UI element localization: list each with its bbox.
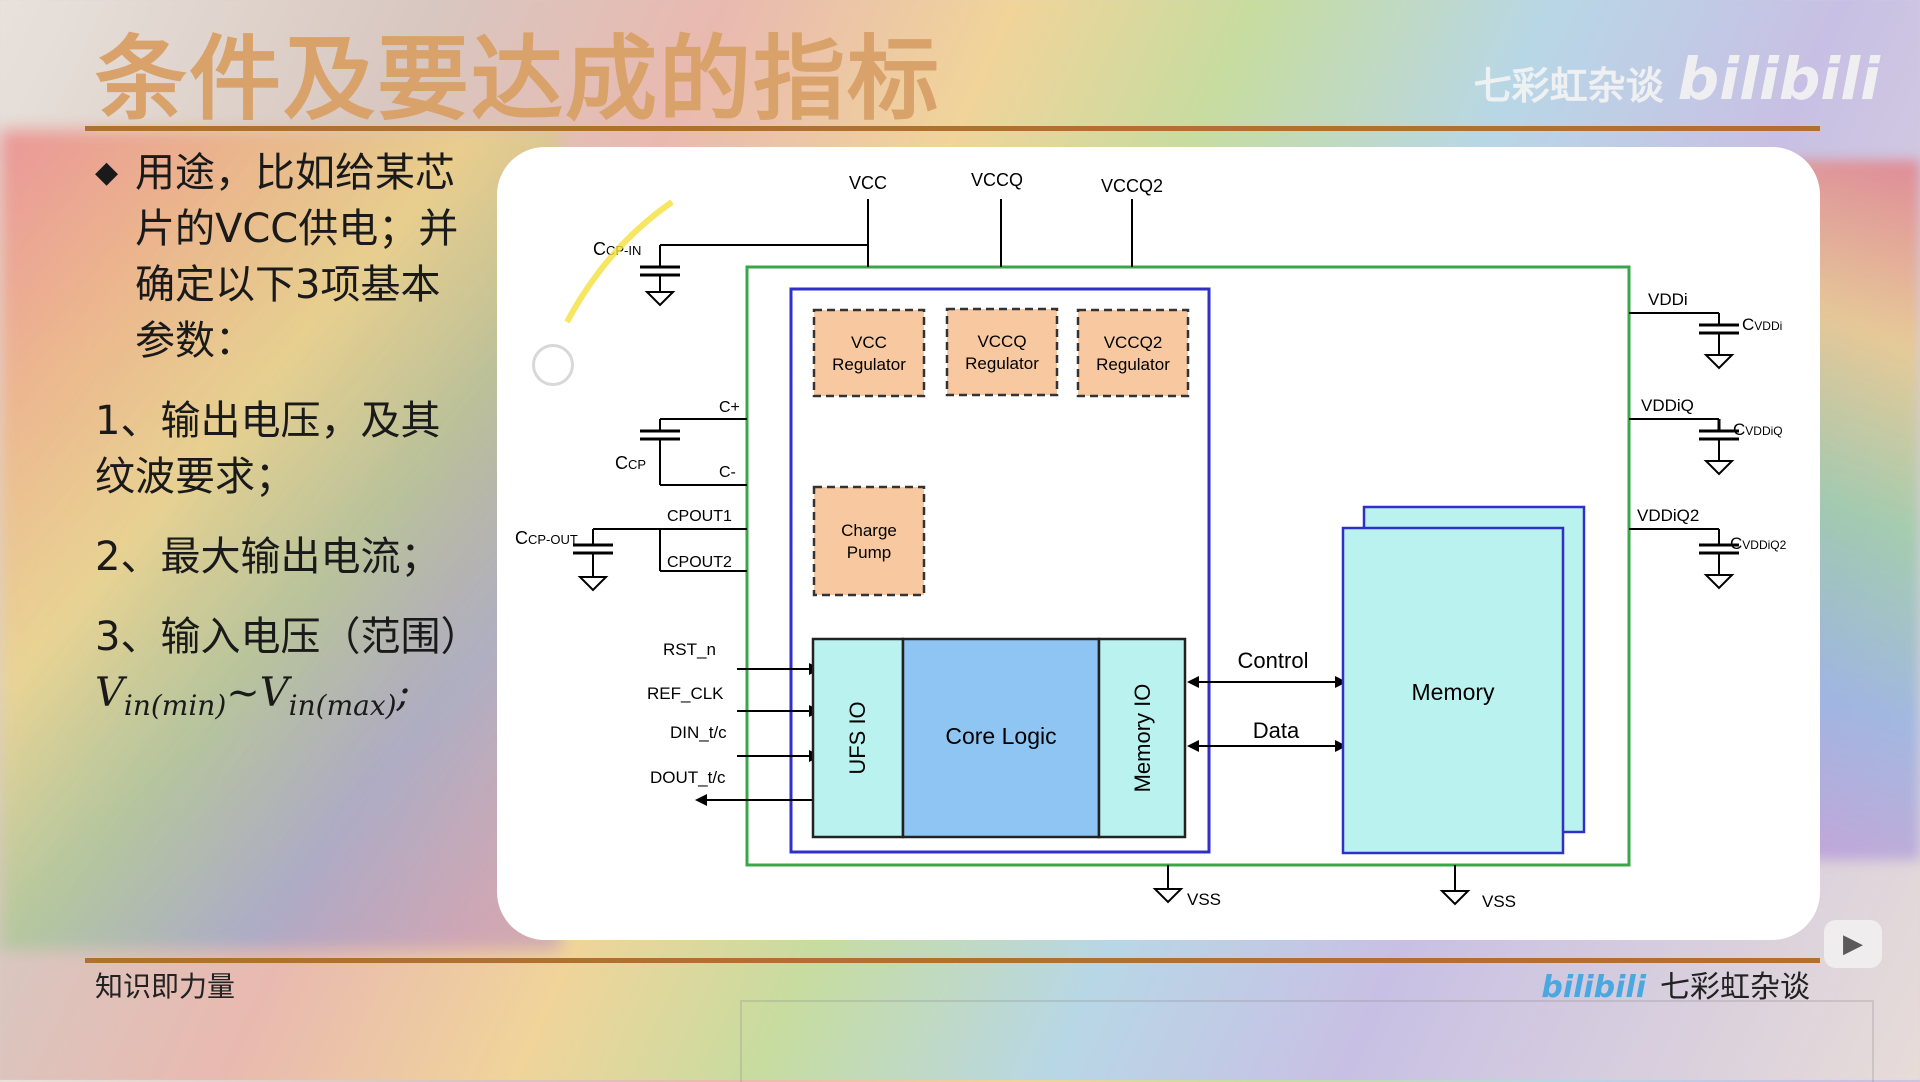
vccq-regulator-line2: Regulator (965, 354, 1039, 373)
footer-slogan: 知识即力量 (95, 970, 236, 1003)
ufs-io-block (811, 637, 905, 839)
charge-pump-line2: Pump (847, 543, 891, 562)
cap-vddiq2-label: CVDDiQ2 (1730, 534, 1787, 553)
brand-channel-name: 七彩虹杂谈 (1473, 64, 1664, 108)
cpout1-pin-label: CPOUT1 (667, 508, 732, 525)
ufs-io-label: UFS IO (845, 701, 870, 774)
cplus-pin-label: C+ (719, 399, 740, 416)
cap-cp-out-label: CCP-OUT (515, 528, 578, 548)
charge-pump-block (812, 485, 926, 597)
footer-brand: bilibili 七彩虹杂谈 (1541, 962, 1810, 1006)
control-label: Control (1238, 648, 1309, 673)
annotation-stroke (564, 199, 674, 324)
formula-v1: V (95, 670, 124, 716)
play-icon: ▶ (1843, 929, 1863, 959)
vccq-label: VCCQ (971, 170, 1023, 190)
formula-v2: V (259, 670, 289, 716)
brand-watermark: 七彩虹杂谈 bilibili (1474, 45, 1880, 113)
signal-din: DIN_t/c (670, 723, 727, 742)
reflection-ghost (740, 1000, 1874, 1082)
rail-vddiq2-label: VDDiQ2 (1637, 506, 1699, 525)
signal-dout: DOUT_t/c (650, 768, 726, 787)
cap-cp-label: CCP (615, 453, 646, 473)
vcc-label: VCC (849, 173, 887, 193)
footer-divider (85, 958, 1820, 963)
data-label: Data (1253, 718, 1300, 743)
signal-rst-n: RST_n (663, 640, 716, 659)
vccq2-label: VCCQ2 (1101, 176, 1163, 196)
vss-label-2: VSS (1482, 892, 1516, 911)
play-button[interactable]: ▶ (1824, 920, 1882, 968)
memory-io-label: Memory IO (1130, 684, 1155, 793)
vccq-regulator-block (945, 307, 1059, 397)
device-outline (745, 265, 1631, 867)
formula-tilde: ~ (226, 670, 260, 716)
bullet-item-3: 3、输入电压（范围） (95, 614, 481, 660)
controller-outline (789, 287, 1211, 854)
rail-vddiq-label: VDDiQ (1641, 396, 1694, 415)
memory-block (1341, 526, 1565, 855)
vccq2-regulator-line1: VCCQ2 (1104, 333, 1163, 352)
bullet-intro: ◆ 用途，比如给某芯片的VCC供电；并确定以下3项基本参数： (95, 145, 475, 369)
ufs-block-diagram: VCC VCCQ VCCQ2 CCP-IN C+ C- CCP CPOUT1 C… (515, 170, 1787, 911)
rail-vddi-label: VDDi (1648, 290, 1688, 309)
ground-icon (644, 291, 676, 307)
slide-title: 条件及要达成的指标 (95, 26, 942, 133)
input-voltage-formula: Vin(min)~Vin(max); (95, 665, 475, 734)
ground-icon (1439, 890, 1471, 906)
formula-end: ; (396, 670, 411, 716)
cap-vddiq-label: CVDDiQ (1733, 420, 1783, 439)
vcc-regulator-block (812, 308, 926, 398)
bullet-list: ◆ 用途，比如给某芯片的VCC供电；并确定以下3项基本参数： 1、输出电压，及其… (95, 145, 481, 758)
ground-icon (1152, 888, 1184, 904)
footer-channel-name: 七彩虹杂谈 (1660, 970, 1810, 1005)
ground-icon (1703, 354, 1735, 370)
cap-vddi-label: CVDDi (1742, 315, 1782, 334)
ground-icon (577, 576, 609, 592)
ground-icon (1703, 574, 1735, 590)
bullet-intro-text: 用途，比如给某芯片的VCC供电；并确定以下3项基本参数： (135, 150, 459, 364)
diagram-panel: VCC VCCQ VCCQ2 CCP-IN C+ C- CCP CPOUT1 C… (497, 147, 1820, 940)
ground-icon (1703, 460, 1735, 476)
formula-sub-max: in(max) (288, 689, 397, 722)
vccq-regulator-line1: VCCQ (977, 332, 1026, 351)
signal-ref-clk: REF_CLK (647, 684, 724, 703)
cpout2-pin-label: CPOUT2 (667, 554, 732, 571)
diamond-bullet-icon: ◆ (95, 155, 119, 190)
core-logic-label: Core Logic (945, 723, 1056, 749)
background-rainbow-left (0, 130, 560, 950)
bullet-item-1: 1、输出电压，及其纹波要求； (95, 398, 441, 500)
vccq2-regulator-line2: Regulator (1096, 355, 1170, 374)
memory-io-block (1097, 637, 1187, 839)
vccq2-regulator-block (1076, 308, 1190, 398)
cminus-pin-label: C- (719, 464, 736, 481)
vss-label-1: VSS (1187, 890, 1221, 909)
bullet-item-2: 2、最大输出电流； (95, 534, 441, 580)
bilibili-logo: bilibili (1677, 45, 1880, 113)
formula-sub-min: in(min) (123, 689, 227, 722)
vcc-regulator-line2: Regulator (832, 355, 906, 374)
vcc-regulator-line1: VCC (851, 333, 887, 352)
memory-label: Memory (1411, 679, 1495, 705)
charge-pump-line1: Charge (841, 521, 897, 540)
footer-bilibili-logo: bilibili (1541, 970, 1646, 1005)
pointer-circle-icon (532, 344, 574, 386)
title-divider (85, 126, 1820, 131)
